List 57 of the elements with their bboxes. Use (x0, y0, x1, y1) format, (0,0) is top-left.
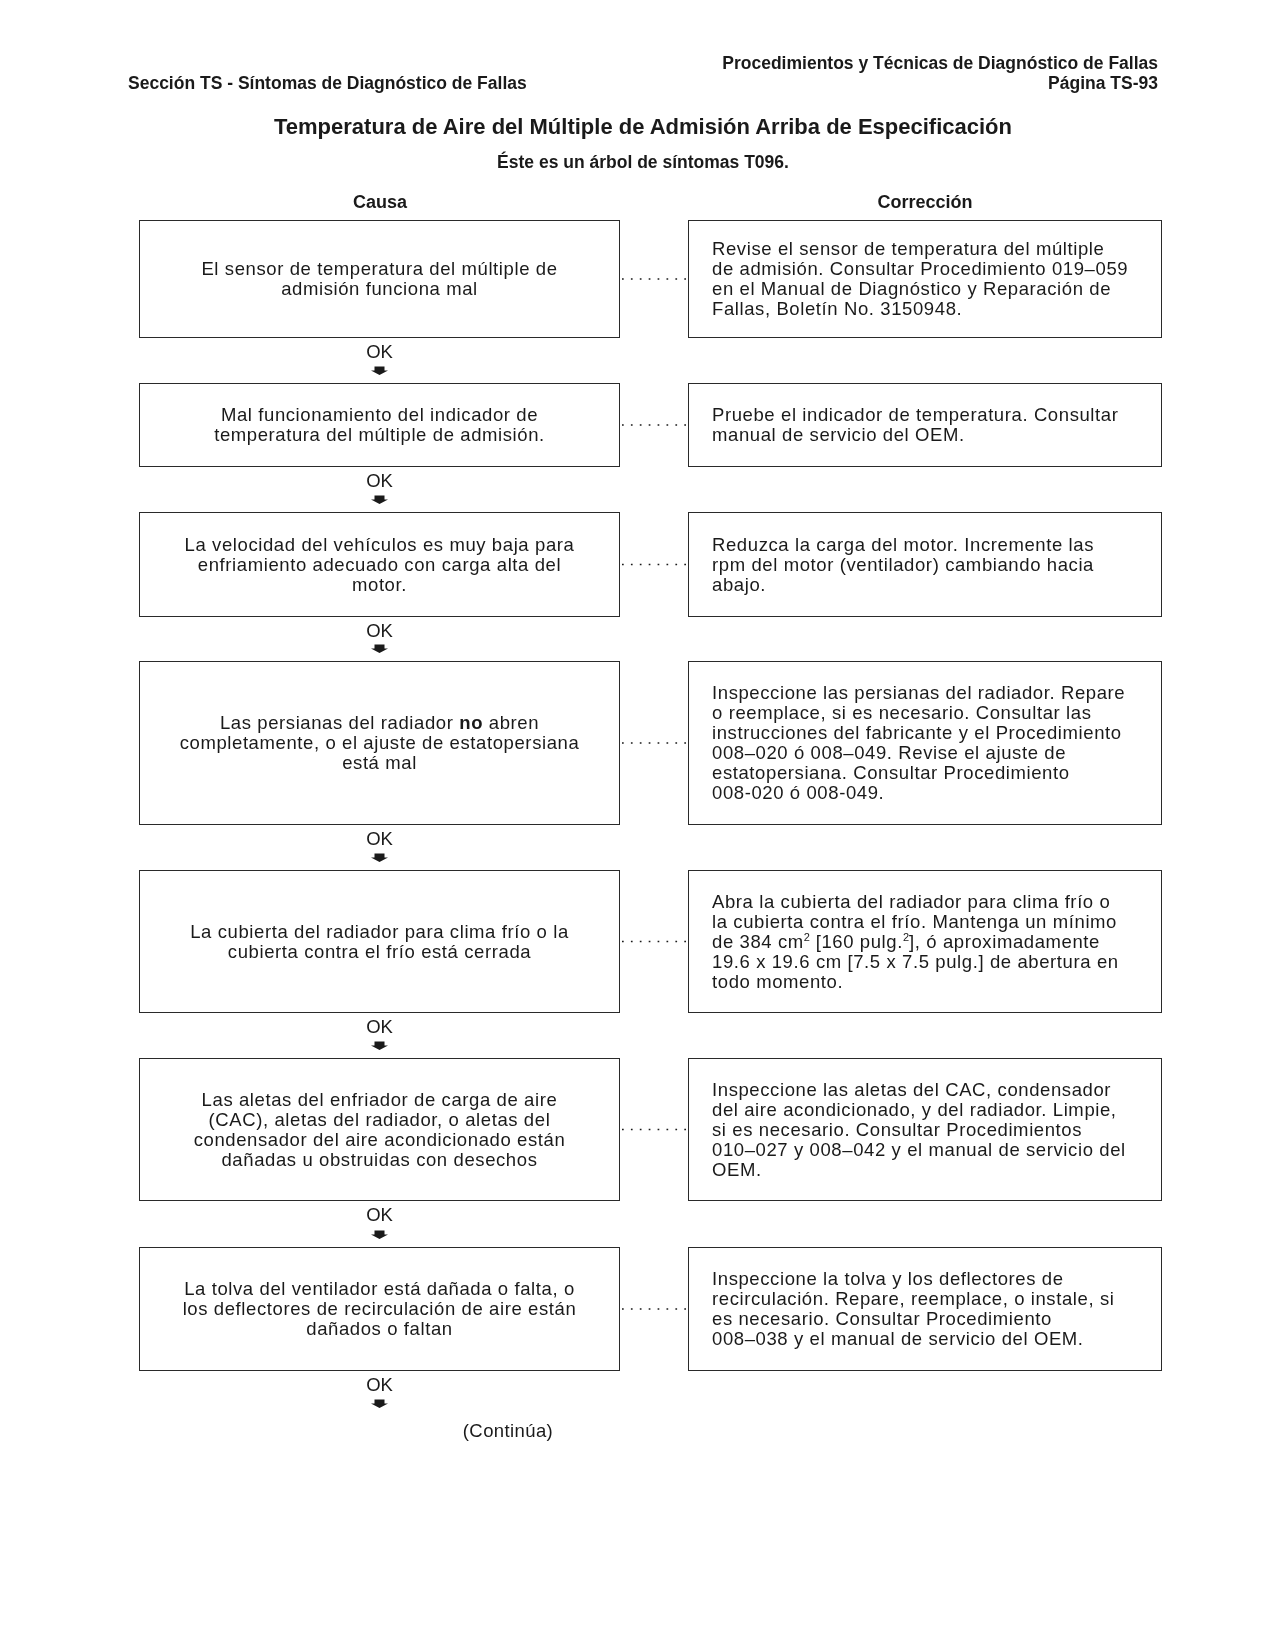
cause-box (139, 661, 620, 825)
dotted-leader-line (621, 940, 687, 943)
correction-box (688, 383, 1162, 467)
dotted-leader-line (621, 278, 687, 280)
edge-label: OK (365, 1206, 394, 1224)
dotted-leader-line (621, 424, 687, 426)
box-text: Las persianas del radiador no abren completamente, o el ajuste de estatopersiana está mal (178, 713, 581, 773)
edge-label: OK (365, 830, 394, 848)
subtitle: Éste es un árbol de síntomas T096. (497, 152, 789, 172)
correction-box (688, 512, 1162, 617)
correction-box (688, 1247, 1162, 1371)
correction-box (688, 1058, 1162, 1201)
continuation-note: (Continúa) (462, 1421, 554, 1441)
dotted-leader-line (621, 742, 687, 744)
arrow (371, 644, 388, 653)
arrow (371, 853, 388, 862)
cause-box (139, 383, 620, 467)
arrow (371, 1399, 388, 1408)
edge-label: OK (365, 472, 394, 490)
page-number: Página TS-93 (1048, 73, 1158, 93)
page-title: Temperatura de Aire del Múltiple de Admisión Arriba de Especificación (274, 114, 1012, 140)
correction-box (688, 220, 1162, 338)
arrow (371, 366, 388, 375)
dotted-leader-line (621, 1128, 687, 1131)
box-text: Inspeccione las aletas del CAC, condensador del aire acondicionado, y del radiador. Limpie, si es necesario. Consultar Procedimientos 010–027 y 008–042 y el manual de servicio del OEM. (712, 1079, 1127, 1180)
edge-label: OK (365, 1018, 394, 1036)
correction-box (688, 661, 1162, 825)
cause-box (139, 512, 620, 617)
edge-label: OK (365, 622, 394, 640)
dotted-leader-line (621, 563, 687, 566)
box-text: Pruebe el indicador de temperatura. Consultar manual de servicio del OEM. (712, 405, 1120, 445)
box-text: Las aletas del enfriador de carga de aire (CAC), aletas del radiador, o aletas del condensador del aire acondicionado están dañadas u obstruidas con desechos (192, 1089, 567, 1170)
box-text: El sensor de temperatura del múltiple de admisión funciona mal (200, 259, 559, 299)
dotted-leader-line (621, 1308, 687, 1310)
column-heading: Corrección (877, 192, 973, 212)
cause-box (139, 870, 620, 1013)
box-text: La tolva del ventilador está dañada o falta, o los deflectores de recirculación de aire están dañados o faltan (181, 1279, 578, 1339)
section-header: Sección TS - Síntomas de Diagnóstico de Fallas (128, 73, 527, 93)
column-heading: Causa (353, 192, 407, 212)
edge-label: OK (365, 343, 394, 361)
box-text: Abra la cubierta del radiador para clima frío o la cubierta contra el frío. Mantenga un mínimo de 384 cm$^{2}$ [160 pulg.$^{2}$], ó aproximadamente 19.6 x 19.6 cm [7.5 x 7.5 pulg.] de abertura en todo momento. (712, 891, 1120, 992)
cause-box (139, 1247, 620, 1371)
arrow (371, 1041, 388, 1050)
box-text: La velocidad del vehículos es muy baja para enfriamiento adecuado con carga alta del motor. (183, 534, 576, 595)
box-text: La cubierta del radiador para clima frío o la cubierta contra el frío está cerrada (189, 921, 570, 962)
arrow (371, 495, 388, 504)
arrow (371, 1230, 388, 1239)
correction-box (688, 870, 1162, 1013)
edge-label: OK (365, 1376, 394, 1394)
box-text: Mal funcionamiento del indicador de temperatura del múltiple de admisión. (213, 405, 546, 445)
box-text: Reduzca la carga del motor. Incremente las rpm del motor (ventilador) cambiando hacia abajo. (712, 534, 1096, 595)
box-text: Inspeccione las persianas del radiador. Repare o reemplace, si es necesario. Consultar las instrucciones del fabricante y el Procedimiento 008–020 ó 008–049. Revise el ajuste de estatopersiana. Consultar Procedimiento 008-020 ó 008-049. (712, 683, 1127, 803)
cause-box (139, 220, 620, 338)
box-text: Inspeccione la tolva y los deflectores de recirculación. Repare, reemplace, o instale, si es necesario. Consultar Procedimiento 008–038 y el manual de servicio del OEM. (712, 1269, 1116, 1349)
box-text: Revise el sensor de temperatura del múltiple de admisión. Consultar Procedimiento 019–059 en el Manual de Diagnóstico y Reparación de Fallas, Boletín No. 3150948. (712, 239, 1130, 319)
page-header: Procedimientos y Técnicas de Diagnóstico de Fallas (722, 53, 1158, 73)
cause-box (139, 1058, 620, 1201)
